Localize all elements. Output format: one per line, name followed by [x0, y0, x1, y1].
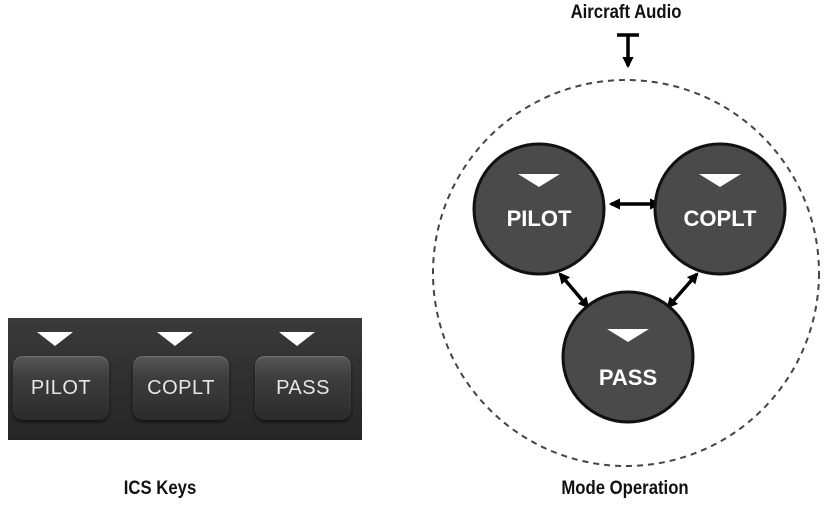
pass-key[interactable]: PASS: [255, 356, 351, 420]
pass-annunciator-icon: [279, 332, 315, 346]
coplt-node-label: COPLT: [684, 206, 757, 231]
mode-boundary-circle: [432, 79, 820, 467]
coplt-annunciator-icon: [157, 332, 193, 346]
pass-key-label: PASS: [276, 376, 330, 399]
pilot-key[interactable]: PILOT: [13, 356, 109, 420]
coplt-key-group: COPLT: [133, 318, 233, 440]
pilot-key-label: PILOT: [30, 376, 92, 399]
pilot-node: PILOT: [472, 142, 606, 276]
pass-key-group: PASS: [255, 318, 355, 440]
coplt-node-annunciator-icon: [699, 174, 741, 187]
coplt-key-label: COPLT: [147, 376, 215, 399]
pass-node-label: PASS: [599, 365, 657, 390]
pilot-annunciator-icon: [37, 332, 73, 346]
aircraft-audio-label: Aircraft Audio: [570, 2, 682, 23]
pilot-node-annunciator-icon: [518, 174, 560, 187]
pilot-pass-arrow: [558, 272, 590, 309]
coplt-pass-arrow: [666, 272, 699, 309]
mode-operation-caption: Mode Operation: [561, 478, 689, 499]
pass-node-annunciator-icon: [607, 329, 649, 342]
coplt-node: COPLT: [653, 142, 787, 276]
aircraft-audio-arrow: [617, 33, 639, 69]
ics-key-panel: PILOT COPLT PASS: [8, 318, 362, 440]
pilot-key-group: PILOT: [13, 318, 113, 440]
pilot-node-label: PILOT: [507, 206, 572, 231]
ics-keys-caption: ICS Keys: [123, 478, 197, 499]
coplt-key[interactable]: COPLT: [133, 356, 229, 420]
pass-node: PASS: [561, 290, 695, 424]
